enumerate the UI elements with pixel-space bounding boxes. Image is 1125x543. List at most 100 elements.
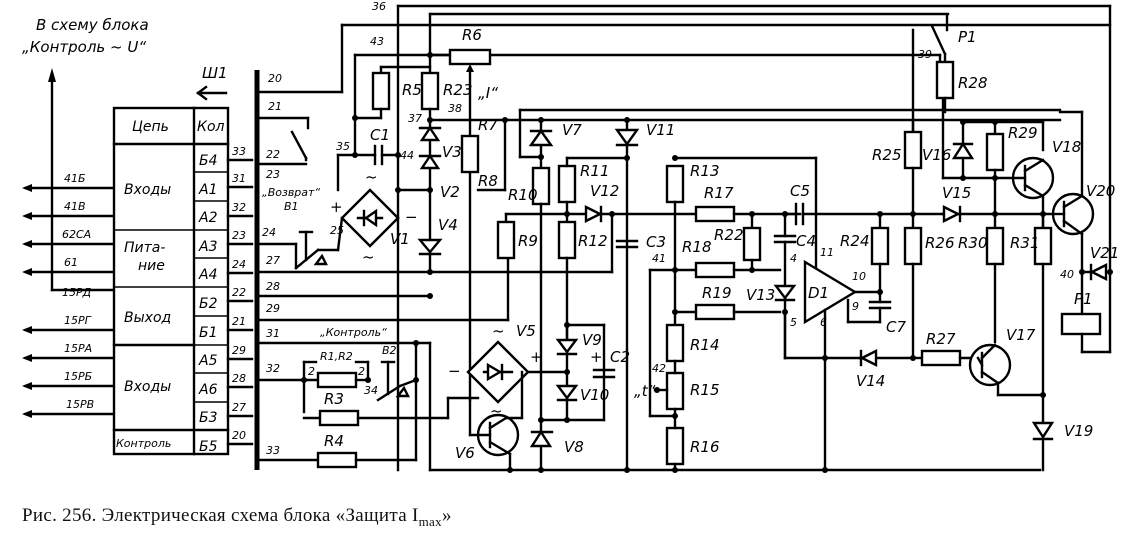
label-r13: R13 xyxy=(690,162,720,180)
node-36: 36 xyxy=(372,0,386,13)
diode-v15 xyxy=(941,205,1057,223)
resistor-r7 xyxy=(460,134,480,174)
resistor-r5 xyxy=(353,65,432,120)
external-bus-line xyxy=(48,68,114,292)
pin-a1: А1 xyxy=(198,182,217,198)
label-r19: R19 xyxy=(702,284,732,302)
label-v5: V5 xyxy=(516,322,536,340)
ext-line-62sa: 62СА xyxy=(62,228,91,241)
pin-a6: А6 xyxy=(198,382,218,398)
header-note-line1: В схему блока xyxy=(36,16,149,34)
label-r8: R8 xyxy=(478,172,498,190)
label-d1: D1 xyxy=(808,284,829,302)
node-24: 24 xyxy=(262,226,276,239)
group-inputs-1: Входы xyxy=(124,182,171,198)
label-r1r2: R1,R2 xyxy=(320,350,353,363)
label-r24: R24 xyxy=(840,232,870,250)
connector-table xyxy=(112,106,230,456)
bridge-rectifier-v1 xyxy=(340,188,432,248)
capacitor-c5 xyxy=(783,202,945,226)
resistor-r26 xyxy=(903,226,923,360)
divider-chain xyxy=(648,156,818,472)
plus-v5: + xyxy=(530,348,543,366)
label-r18: R18 xyxy=(682,238,712,256)
table-header-circuit: Цепь xyxy=(132,119,169,135)
label-p1-coil: P1 xyxy=(1074,290,1093,308)
contact-column xyxy=(226,158,254,446)
label-v8: V8 xyxy=(564,438,584,456)
node-43: 43 xyxy=(370,35,384,48)
label-v2: V2 xyxy=(440,183,460,201)
label-r7: R7 xyxy=(478,116,498,134)
contact-22: 22 xyxy=(232,286,246,299)
contact-23: 23 xyxy=(232,229,246,242)
button-b1 xyxy=(255,216,344,270)
diodes-v9-v10 xyxy=(539,323,606,422)
resistor-r24 xyxy=(870,212,890,294)
ext-line-15rd: 15РД xyxy=(62,286,92,299)
label-c3: C3 xyxy=(646,233,666,251)
ic-pin-10: 10 xyxy=(852,270,866,283)
control-label: „Контроль“ xyxy=(320,326,387,339)
contact-33: 33 xyxy=(232,145,246,158)
pin-b1: Б1 xyxy=(199,325,218,341)
capacitor-c7 xyxy=(868,290,892,324)
transistor-v20 xyxy=(1051,110,1095,274)
label-r16: R16 xyxy=(690,438,720,456)
node-20: 20 xyxy=(268,72,282,85)
label-v15: V15 xyxy=(942,184,971,202)
label-b1: В1 xyxy=(284,200,299,213)
pin-a2: А2 xyxy=(198,210,218,226)
zener-v8 xyxy=(529,429,554,448)
contact-24: 24 xyxy=(232,258,246,271)
label-r15: R15 xyxy=(690,381,720,399)
resistor-r18 xyxy=(673,261,782,279)
group-output: Выход xyxy=(124,310,171,326)
ic-pin-9: 9 xyxy=(852,300,859,313)
arrow-left-icon xyxy=(196,85,228,101)
contact-29: 29 xyxy=(232,344,246,357)
opamp-d1 xyxy=(803,259,882,472)
label-c1: C1 xyxy=(370,126,390,144)
node-38: 38 xyxy=(448,102,462,115)
mid-wiring xyxy=(255,253,614,322)
pin-a5: А5 xyxy=(198,353,218,369)
plus-v1: + xyxy=(330,198,343,216)
minus-v1: − xyxy=(405,208,418,226)
label-r14: R14 xyxy=(690,336,720,354)
bridge-rectifier-v5 xyxy=(466,340,570,404)
diode-v4 xyxy=(417,188,443,274)
ext-line-15rg: 15РГ xyxy=(64,314,92,327)
label-r3: R3 xyxy=(324,390,344,408)
label-v13: V13 xyxy=(746,286,775,304)
contact-28: 28 xyxy=(232,372,246,385)
contact-32: 32 xyxy=(232,201,246,214)
label-r26: R26 xyxy=(925,234,955,252)
caption-end: » xyxy=(441,505,452,526)
resistor-r3 xyxy=(302,396,480,427)
relay-contact-p1 xyxy=(930,14,955,114)
external-lines xyxy=(22,184,117,418)
pin-b4: Б4 xyxy=(199,153,218,169)
diode-v14 xyxy=(858,349,914,367)
node-34: 34 xyxy=(364,384,378,397)
node-37: 37 xyxy=(408,112,422,125)
ext-line-15rv: 15РВ xyxy=(66,398,94,411)
resistor-r19 xyxy=(673,303,782,321)
resistor-r23 xyxy=(420,53,440,122)
pin-2-left: 2 xyxy=(308,365,315,378)
caption-text: Рис. 256. Электрическая схема блока «Защ… xyxy=(22,505,419,526)
node-27: 27 xyxy=(266,254,280,267)
relay-coil-p1 xyxy=(1060,270,1112,354)
group-power-2: ние xyxy=(138,258,165,274)
capacitor-c3 xyxy=(615,239,639,249)
label-v3: V3 xyxy=(442,143,462,161)
resistor-r22 xyxy=(742,212,762,272)
ext-line-41b: 41Б xyxy=(64,172,86,185)
capacitor-c2 xyxy=(592,368,616,379)
ext-line-41v: 41В xyxy=(64,200,86,213)
label-r9: R9 xyxy=(518,232,538,250)
node-32: 32 xyxy=(266,362,280,375)
header-note-line2: „Контроль ~ U“ xyxy=(22,38,146,56)
label-v10: V10 xyxy=(580,386,609,404)
